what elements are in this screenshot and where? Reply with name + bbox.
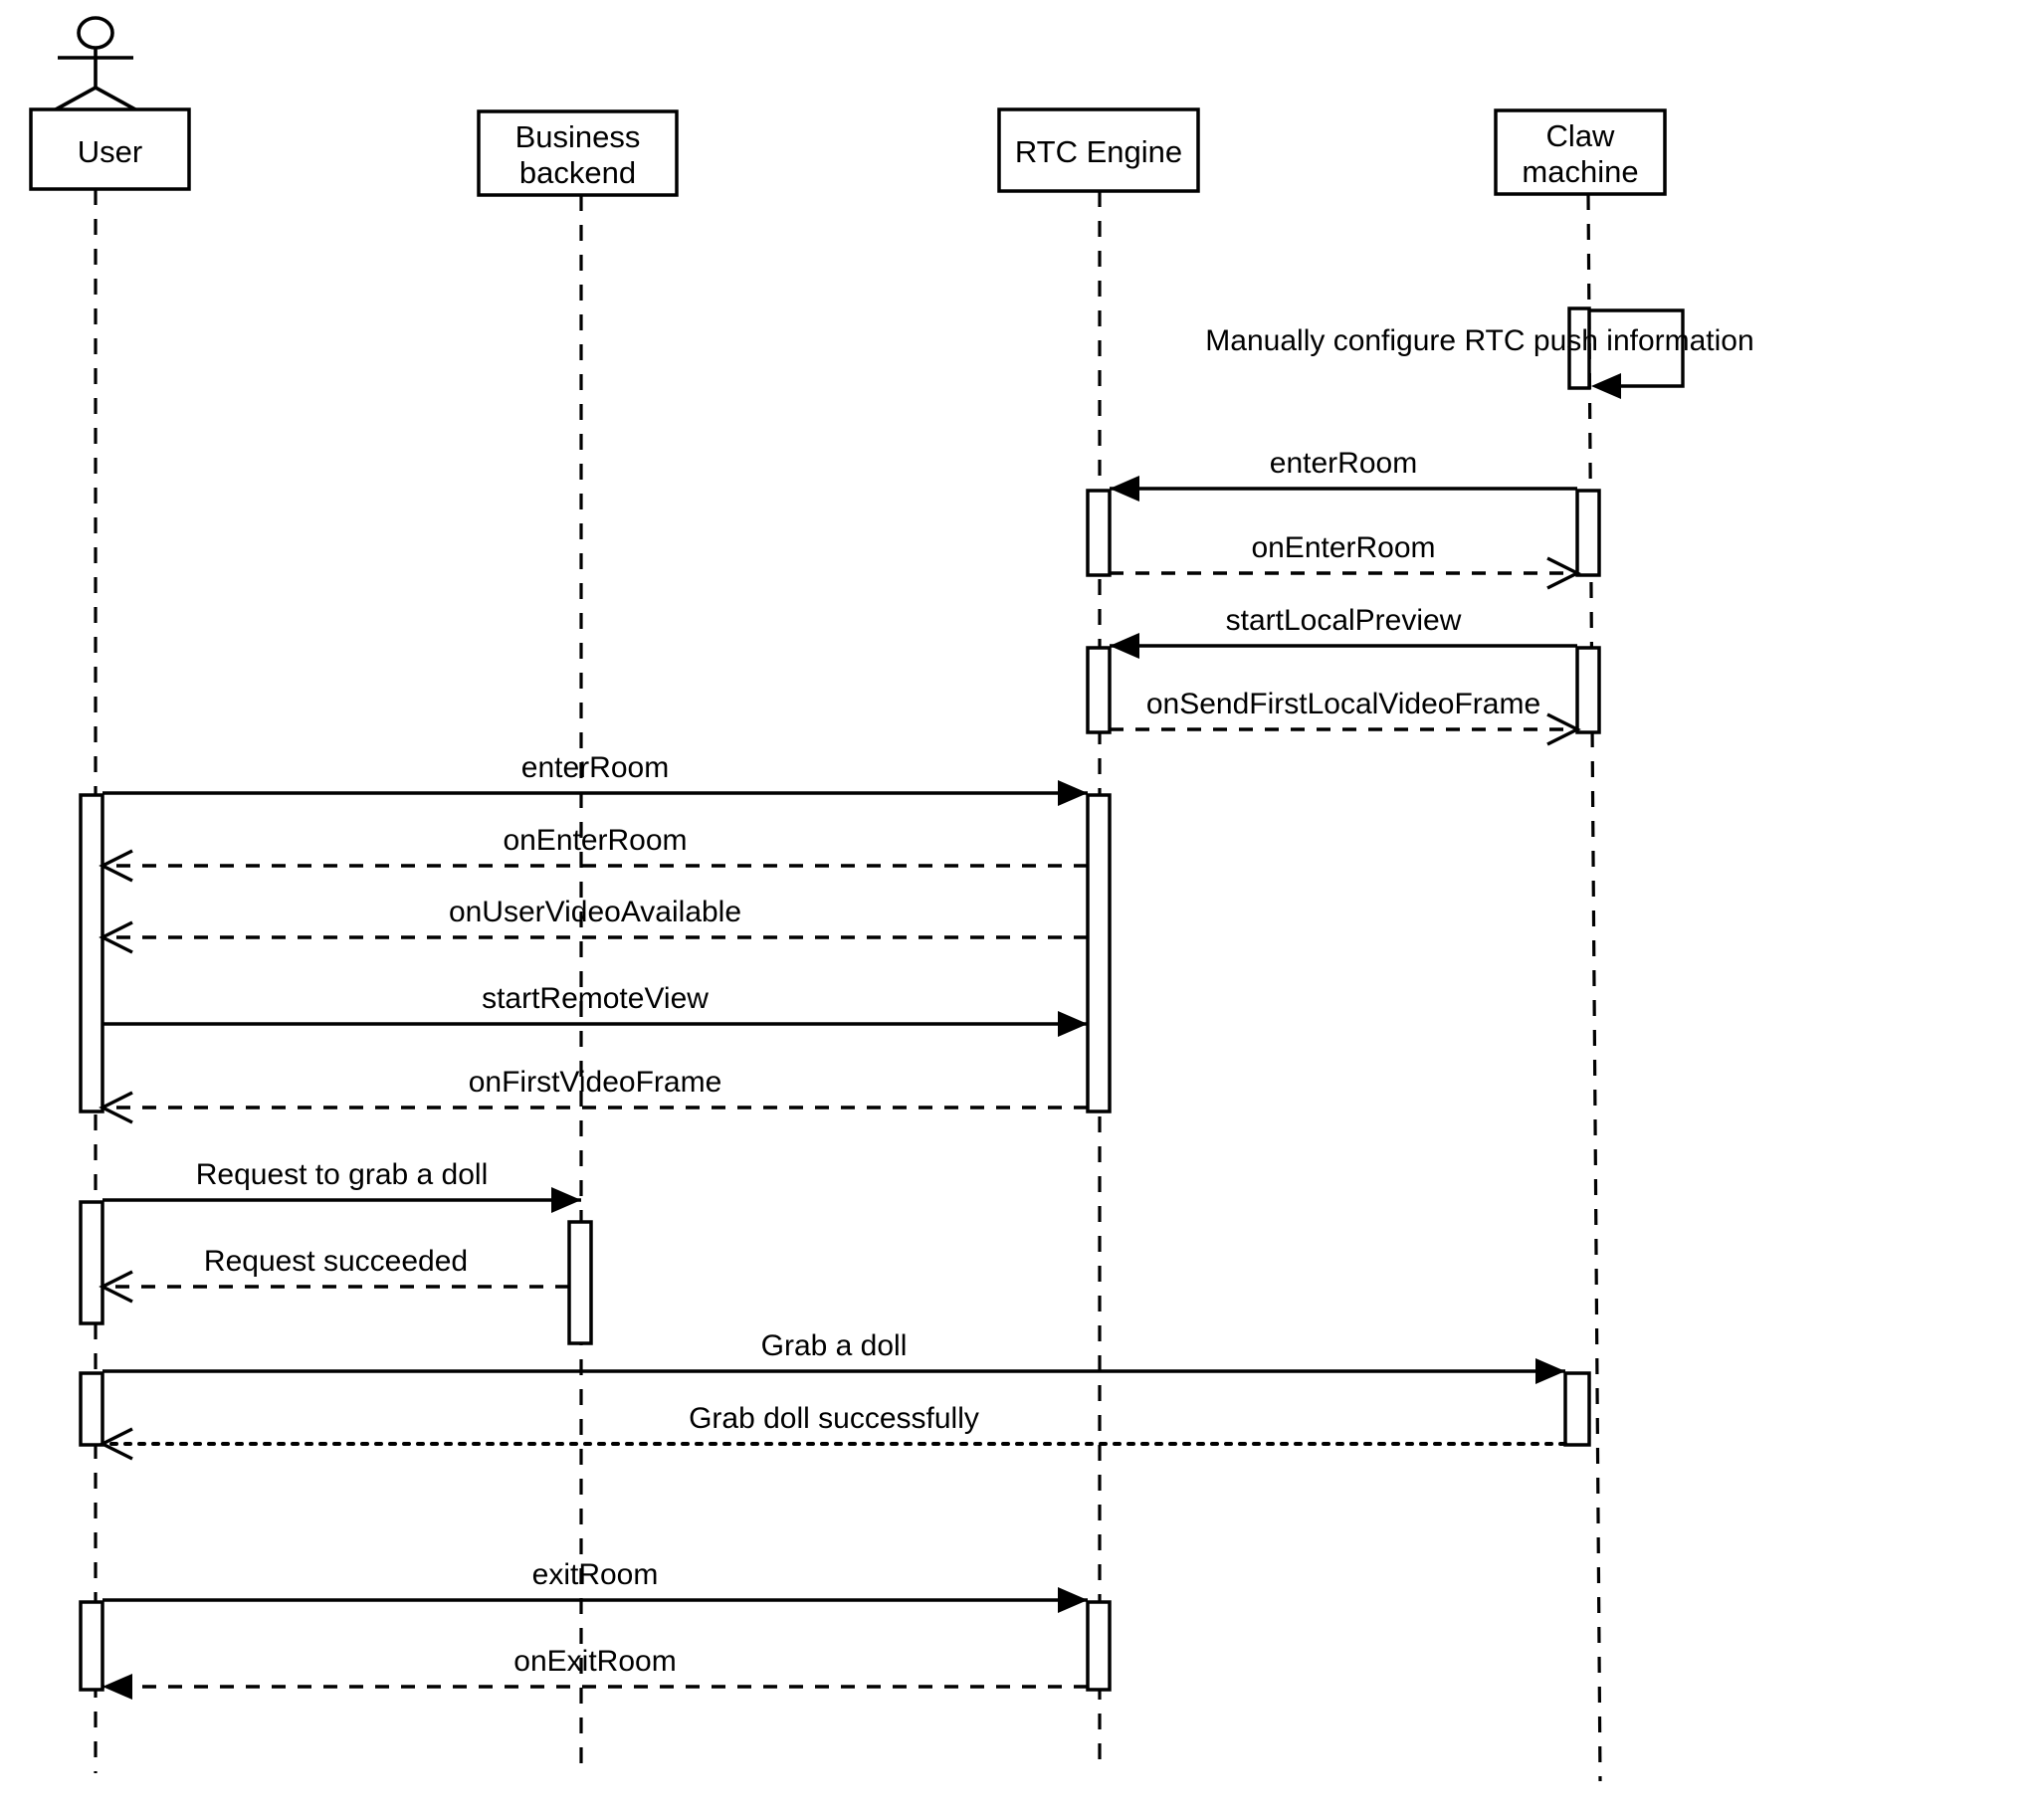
message-arrowhead — [1058, 1011, 1088, 1037]
message-label: onFirstVideoFrame — [469, 1066, 722, 1099]
participant-label-backend: Business — [515, 119, 641, 154]
message-m13[interactable] — [99, 1427, 1567, 1461]
message-label: Request succeeded — [204, 1245, 468, 1278]
message-arrowhead — [551, 1187, 581, 1213]
message-m11[interactable] — [99, 1270, 569, 1304]
message-m12[interactable] — [102, 1358, 1565, 1384]
message-arrowhead — [99, 849, 133, 883]
self-message-m0[interactable] — [1589, 308, 1685, 399]
lifelines-layer — [94, 189, 1602, 1782]
activation-bar-user — [79, 1200, 104, 1325]
lifeline-claw — [1586, 193, 1602, 1782]
message-label: onSendFirstLocalVideoFrame — [1146, 688, 1540, 720]
message-arrowhead — [1110, 476, 1139, 502]
participant-user[interactable]: User — [29, 16, 191, 191]
self-message-path — [1589, 308, 1685, 388]
message-m5[interactable] — [102, 780, 1088, 806]
message-label: onUserVideoAvailable — [449, 896, 741, 928]
message-arrowhead — [1546, 712, 1581, 746]
message-label: Request to grab a doll — [196, 1158, 489, 1191]
message-m8[interactable] — [102, 1011, 1088, 1037]
activation-bar-claw — [1575, 646, 1601, 734]
message-label: Grab a doll — [761, 1329, 908, 1362]
participant-label-claw: Claw — [1546, 118, 1616, 153]
activation-bar-rtc — [1086, 489, 1112, 577]
activation-bar-rtc — [1086, 1600, 1112, 1692]
message-label: onExitRoom — [513, 1645, 676, 1678]
activation-bar-rtc — [1086, 793, 1112, 1113]
message-arrowhead — [1058, 780, 1088, 806]
message-m2[interactable] — [1110, 556, 1581, 590]
message-m10[interactable] — [102, 1187, 581, 1213]
message-arrowhead — [1546, 556, 1581, 590]
activation-bar-claw — [1567, 306, 1591, 390]
activation-bar-user — [79, 1600, 104, 1692]
message-arrowhead — [99, 920, 133, 954]
activation-bar-claw — [1575, 489, 1601, 577]
message-m7[interactable] — [99, 920, 1088, 954]
participant-rtc[interactable]: RTC Engine — [997, 107, 1200, 193]
messages-layer — [99, 308, 1685, 1700]
message-label: onEnterRoom — [1251, 531, 1435, 564]
message-label: enterRoom — [521, 751, 669, 784]
message-m1[interactable] — [1110, 476, 1577, 502]
participant-box-claw[interactable] — [1494, 108, 1667, 196]
message-label: startRemoteView — [482, 982, 709, 1015]
self-message-arrowhead — [1591, 373, 1621, 399]
activation-bars-layer — [79, 306, 1601, 1692]
message-label: exitRoom — [532, 1558, 659, 1591]
actor-stick-figure-icon — [55, 16, 136, 111]
message-m15[interactable] — [102, 1674, 1088, 1700]
participant-label2-claw: machine — [1522, 154, 1638, 189]
self-message-label: Manually configure RTC push information — [1205, 324, 1753, 357]
message-arrowhead — [99, 1091, 133, 1124]
participant-label-user: User — [78, 134, 142, 169]
message-m14[interactable] — [102, 1587, 1088, 1613]
activation-bar-backend — [567, 1220, 593, 1345]
message-m9[interactable] — [99, 1091, 1088, 1124]
message-labels-layer: enterRoom onEnterRoom startLocalPreview onS… — [196, 324, 1754, 1678]
message-m3[interactable] — [1110, 633, 1577, 659]
message-label: startLocalPreview — [1226, 604, 1462, 637]
message-arrowhead — [99, 1270, 133, 1304]
activation-bar-claw — [1563, 1371, 1591, 1447]
message-label: onEnterRoom — [503, 824, 687, 857]
message-label: Grab doll successfully — [689, 1402, 979, 1435]
message-arrowhead — [1535, 1358, 1565, 1384]
participant-label2-backend: backend — [519, 155, 636, 190]
participant-box-rtc[interactable] — [997, 107, 1200, 193]
participant-box-backend[interactable] — [477, 109, 679, 197]
message-arrowhead — [102, 1674, 132, 1700]
message-arrowhead — [1058, 1587, 1088, 1613]
message-arrowhead — [99, 1427, 133, 1461]
message-label: enterRoom — [1270, 447, 1417, 480]
activation-bar-user — [79, 793, 104, 1113]
message-arrowhead — [1110, 633, 1139, 659]
message-m4[interactable] — [1110, 712, 1581, 746]
participant-box-user[interactable] — [29, 107, 191, 191]
activation-bar-rtc — [1086, 646, 1112, 734]
participant-label-rtc: RTC Engine — [1015, 134, 1182, 169]
message-m6[interactable] — [99, 849, 1088, 883]
activation-bar-user — [79, 1371, 104, 1447]
